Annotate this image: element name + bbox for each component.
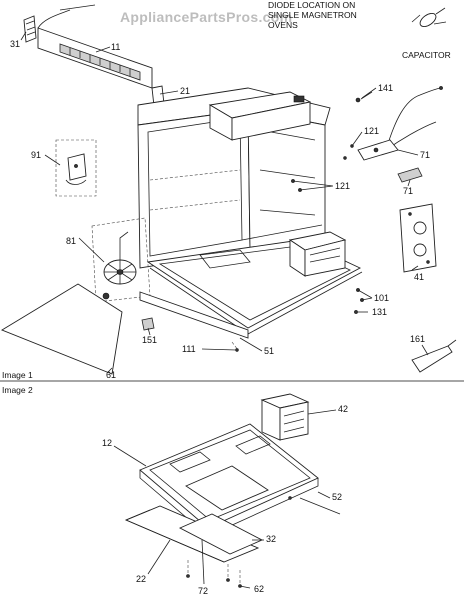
diode-note-line-2: SINGLE MAGNETRON xyxy=(268,10,357,20)
section-label-image-1: Image 1 xyxy=(2,370,33,380)
callout-62: 62 xyxy=(254,584,264,594)
callout-151: 151 xyxy=(142,335,157,345)
part-31-bracket xyxy=(23,15,37,43)
callout-12: 12 xyxy=(102,438,112,448)
part-71-diode-upper xyxy=(343,139,399,161)
part-11-control-panel xyxy=(37,4,153,89)
part-52-rail xyxy=(288,496,341,515)
part-42-transformer xyxy=(260,393,310,441)
image2-leader-lines xyxy=(113,409,337,589)
callout-41: 41 xyxy=(414,272,424,282)
part-131-screw xyxy=(354,310,358,314)
callout-91: 91 xyxy=(31,150,41,160)
callout-111: 111 xyxy=(182,344,196,354)
diode-note-line-1: DIODE LOCATION ON xyxy=(268,0,355,10)
part-161-tube xyxy=(411,339,457,373)
capacitor-illustration xyxy=(411,7,447,28)
callout-61: 61 xyxy=(106,370,116,380)
part-61-bottom-sheet xyxy=(0,283,123,375)
callout-32: 32 xyxy=(266,534,276,544)
diode-note-line-3: OVENS xyxy=(268,20,298,30)
part-71-diode-lower xyxy=(397,167,423,183)
callout-42: 42 xyxy=(338,404,348,414)
callout-161: 161 xyxy=(410,334,425,344)
capacitor-note: CAPACITOR xyxy=(402,50,451,60)
part-151-foot xyxy=(141,317,155,331)
callout-101: 101 xyxy=(374,293,389,303)
callout-121-lower: 121 xyxy=(335,181,350,191)
section-label-image-2: Image 2 xyxy=(2,385,33,395)
callout-72: 72 xyxy=(198,586,208,596)
callout-31: 31 xyxy=(10,39,20,49)
wire-harness xyxy=(385,86,443,151)
callout-71-upper: 71 xyxy=(420,150,430,160)
callout-81: 81 xyxy=(66,236,76,246)
part-91-bracket xyxy=(55,139,97,197)
callout-121-upper: 121 xyxy=(364,126,379,136)
part-22-frame xyxy=(125,509,225,563)
callout-22: 22 xyxy=(136,574,146,584)
callout-131: 131 xyxy=(372,307,387,317)
callout-141: 141 xyxy=(378,83,393,93)
callout-51: 51 xyxy=(264,346,274,356)
part-41-control-board xyxy=(399,203,437,273)
transformer xyxy=(288,231,347,277)
callout-52: 52 xyxy=(332,492,342,502)
callout-71-lower: 71 xyxy=(403,186,413,196)
callout-21: 21 xyxy=(180,86,190,96)
image1-leader-lines xyxy=(20,31,429,373)
watermark-text: AppliancePartsPros.com xyxy=(120,9,292,25)
part-62-screws xyxy=(186,560,242,588)
callout-11: 11 xyxy=(111,42,120,52)
top-component-block xyxy=(208,91,312,141)
